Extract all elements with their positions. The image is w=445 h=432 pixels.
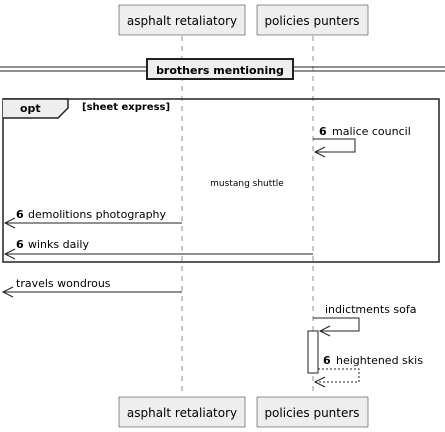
participant-label: asphalt retaliatory — [127, 14, 237, 28]
message-mustang-shuttle: mustang shuttle — [210, 179, 284, 189]
participant-label: policies punters — [264, 14, 359, 28]
participant-label: policies punters — [264, 406, 359, 420]
participant-top-policies-punters[interactable]: policies punters — [256, 4, 369, 36]
message-winks-daily: 6 winks daily — [3, 238, 313, 260]
message-text: winks daily — [28, 238, 89, 251]
message-text: demolitions photography — [28, 208, 167, 221]
activation-bar — [307, 330, 319, 374]
opt-fragment: opt [sheet express] — [2, 98, 440, 263]
message-number: 6 — [16, 208, 24, 221]
participant-label: asphalt retaliatory — [127, 406, 237, 420]
message-number: 6 — [323, 354, 331, 367]
message-number: 6 — [16, 238, 24, 251]
message-number: 6 — [319, 125, 327, 138]
message-text: heightened skis — [336, 354, 423, 367]
participant-bottom-asphalt-retaliatory[interactable]: asphalt retaliatory — [118, 396, 246, 428]
message-heightened-skis: 6 heightened skis — [313, 354, 423, 388]
divider-label: brothers mentioning — [156, 64, 284, 77]
message-indictments-sofa: indictments sofa — [313, 303, 417, 337]
message-text: indictments sofa — [325, 303, 417, 316]
message-text: malice council — [332, 125, 411, 138]
participant-top-asphalt-retaliatory[interactable]: asphalt retaliatory — [118, 4, 246, 36]
message-demolitions-photography: 6 demolitions photography — [3, 208, 182, 229]
message-malice-council: 6 malice council — [313, 125, 411, 158]
message-travels-wondrous: travels wondrous — [1, 277, 182, 298]
message-text: travels wondrous — [16, 277, 111, 290]
fragment-kind: opt — [20, 102, 41, 115]
participant-bottom-policies-punters[interactable]: policies punters — [256, 396, 369, 428]
divider: brothers mentioning — [0, 58, 445, 80]
fragment-condition: [sheet express] — [82, 102, 170, 113]
